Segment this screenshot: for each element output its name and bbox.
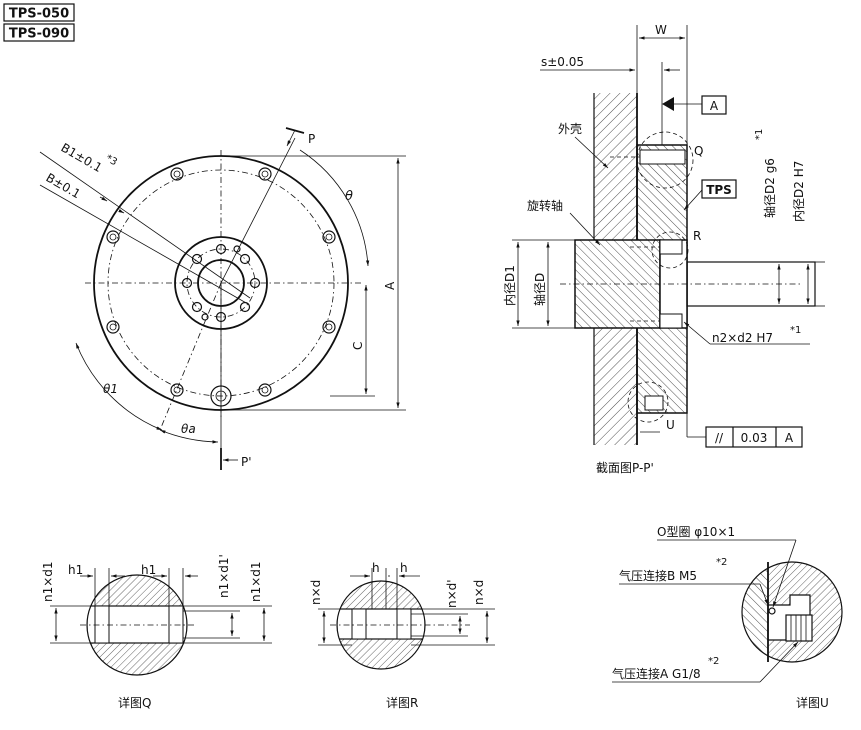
detail-u-label: U (666, 418, 675, 432)
dim-d-label: 轴径D (532, 273, 547, 306)
detail-u-port-a-note: *2 (708, 656, 719, 667)
angle-b-line (39, 184, 249, 305)
detail-u-circle (627, 381, 669, 423)
theta-a-line (159, 282, 222, 431)
detail-q-h1-left: h1 (68, 563, 83, 577)
dim-c-label: C (351, 342, 365, 350)
theta1-arc (75, 342, 163, 431)
detail-u-port-b: 气压连接B M5 (619, 568, 697, 583)
detail-u-outline (741, 561, 843, 663)
tolerance-frame (705, 426, 803, 448)
theta-a-label: θa (181, 422, 196, 436)
label-housing: 外壳 (558, 122, 582, 136)
theta-label: θ (345, 189, 353, 204)
tolerance-value: 0.03 (741, 431, 768, 445)
model-label-1: TPS-050 (9, 7, 69, 22)
theta1-label: θ1 (103, 382, 118, 396)
detail-u-port-a: 气压连接A G1/8 (612, 666, 701, 681)
detail-q-circle (636, 131, 694, 189)
section-caption: 截面图P-P' (596, 461, 654, 475)
detail-u-caption: 详图U (796, 695, 829, 710)
tolerance-symbol: // (715, 431, 724, 445)
detail-u: O型圈 φ10×1 气压连接B M5 *2 气压连接A G1/8 *2 详图U (612, 525, 843, 710)
label-tps: TPS (706, 183, 732, 197)
detail-r-circle (651, 231, 689, 269)
tps-box (701, 179, 737, 199)
detail-r-label: R (693, 229, 701, 243)
detail-q-n1xd1p: n1×d1' (217, 554, 231, 598)
datum-a-label: A (710, 99, 719, 113)
model-box-2 (3, 23, 75, 42)
detail-q-n1xd1-left: n1×d1 (41, 561, 55, 602)
datum-box (701, 95, 727, 115)
dim-d2-shaft-note: *1 (754, 129, 765, 140)
model-labels: TPS-050 TPS-090 (3, 3, 75, 42)
front-view: P P' B1±0.1 *3 B±0.1 θ θ1 θa A C (39, 127, 406, 470)
model-label-2: TPS-090 (9, 27, 69, 42)
holes-note: *1 (790, 325, 801, 336)
dim-d2-shaft-label: 轴径D2 g6 (762, 158, 777, 218)
detail-r-nxdp: n×d' (445, 579, 459, 608)
holes-label: n2×d2 H7 (712, 331, 773, 345)
detail-r-nxd-left: n×d (309, 580, 323, 605)
detail-q-h1-right: h1 (141, 563, 156, 577)
theta-arc (299, 149, 370, 267)
detail-r-h-left: h (372, 561, 380, 575)
dim-w-label: W (655, 23, 667, 37)
detail-q-label: Q (694, 144, 703, 158)
detail-r-caption: 详图R (386, 695, 418, 710)
theta-a-arc (159, 429, 219, 444)
dim-a-label: A (383, 281, 397, 290)
detail-u-port-b-note: *2 (716, 557, 727, 568)
dim-d1-label: 内径D1 (503, 265, 517, 306)
detail-r-h-right: h (400, 561, 408, 575)
tolerance-datum: A (785, 431, 794, 445)
label-shaft: 旋转轴 (527, 198, 563, 213)
dim-s-label: s±0.05 (541, 55, 584, 69)
angle-b1-line (39, 151, 251, 299)
section-view: Q R U W s±0.05 A 外壳 旋转轴 TPS (503, 23, 825, 475)
model-box-1 (3, 3, 75, 22)
detail-r-nxd-right: n×d (472, 580, 486, 605)
section-p-prime-label: P' (241, 455, 252, 469)
section-line-upper (220, 137, 296, 284)
detail-q-caption: 详图Q (118, 695, 151, 710)
inner-bolt-circle (186, 248, 256, 318)
datum-triangle (662, 97, 674, 111)
detail-q-n1xd1-right: n1×d1 (249, 561, 263, 602)
detail-u-oring: O型圈 φ10×1 (657, 525, 735, 539)
dim-d2-bore-label: 内径D2 H7 (792, 161, 806, 222)
detail-r: h h n×d n×d' n×d 详图R (309, 561, 495, 710)
angle-b1-note: *3 (104, 153, 119, 168)
section-p-label: P (308, 132, 315, 146)
angle-b-label: B±0.1 (44, 170, 83, 201)
detail-q-outline (86, 574, 188, 676)
detail-q: h1 h1 n1×d1 n1×d1' n1×d1 详图Q (41, 554, 272, 710)
